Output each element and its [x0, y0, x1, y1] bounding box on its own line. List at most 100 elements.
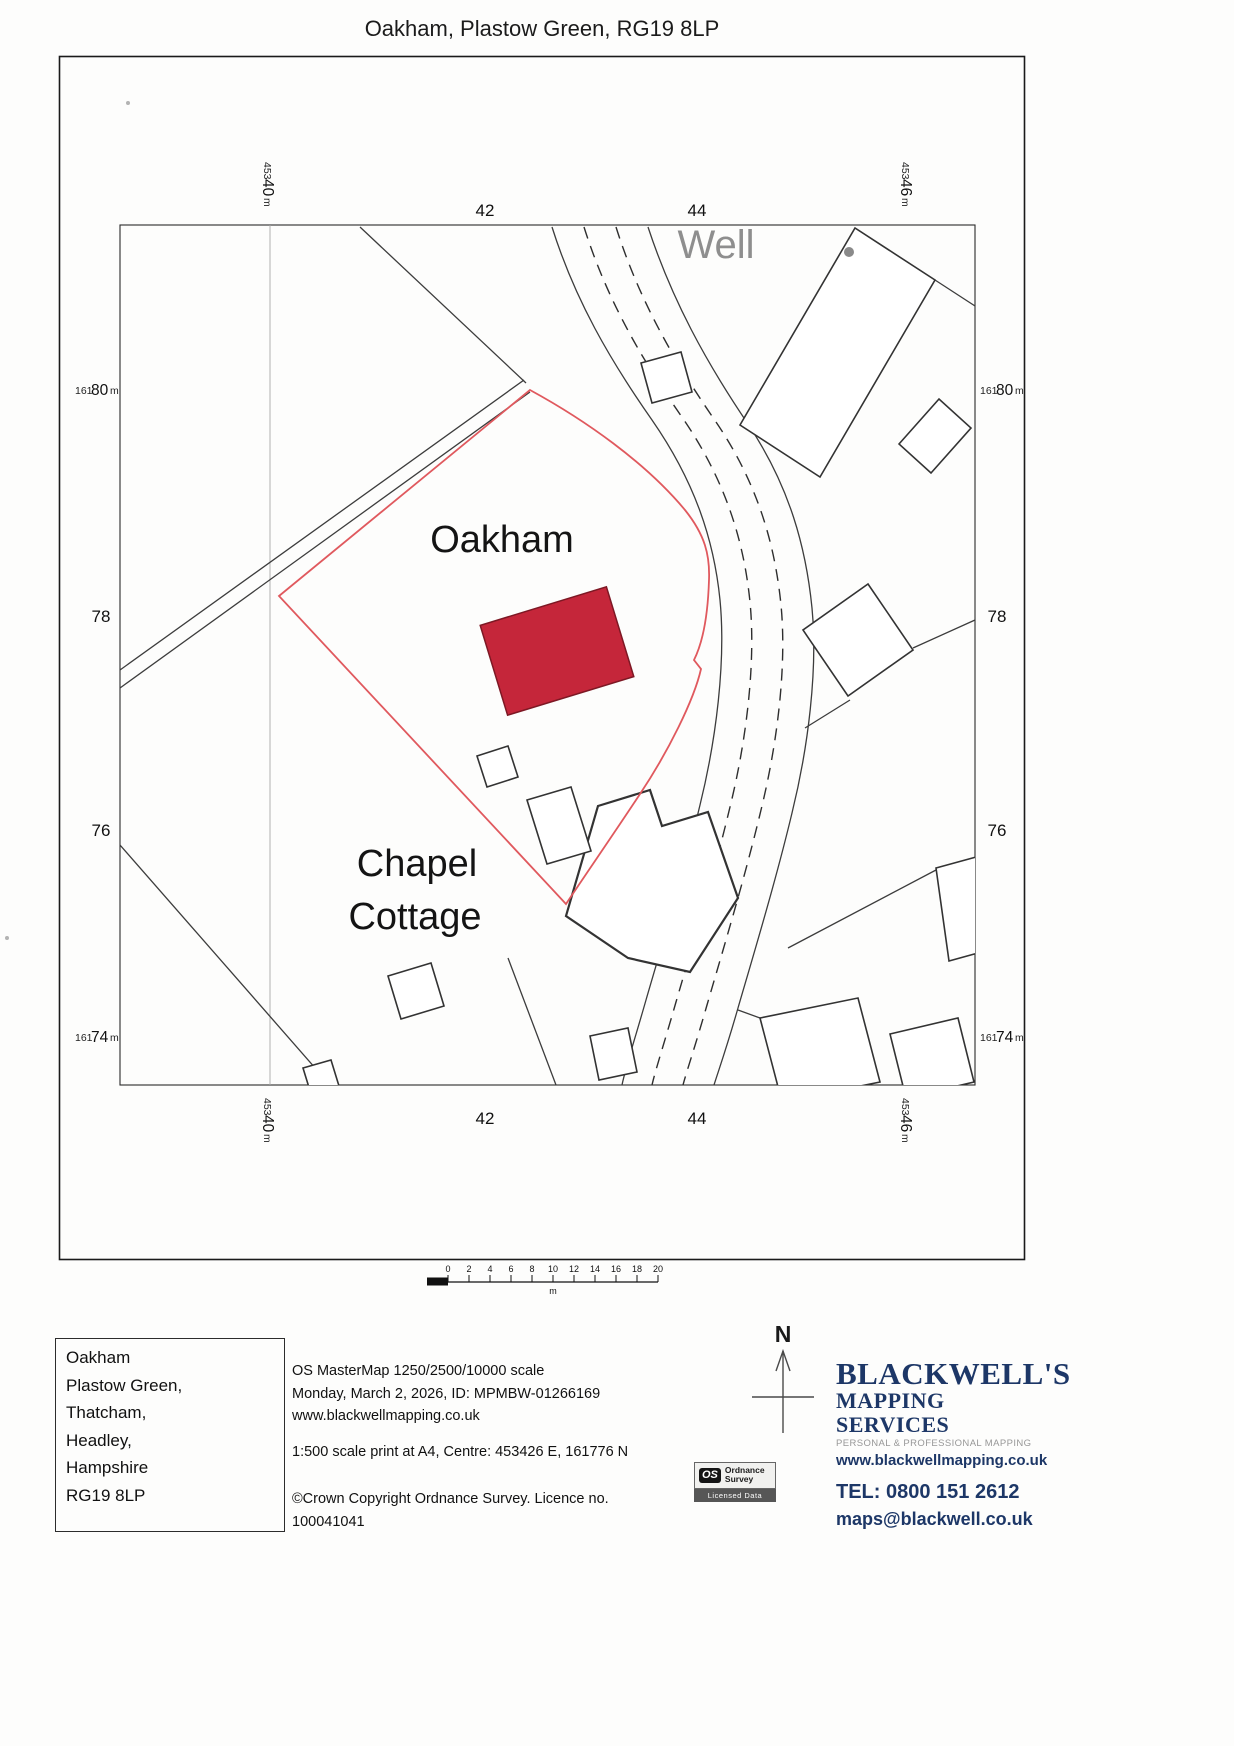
svg-text:74: 74 — [91, 1029, 109, 1046]
os-logo-icon: OS — [699, 1467, 721, 1483]
svg-text:m: m — [110, 1032, 119, 1044]
north-arrow-head — [775, 1348, 791, 1372]
map-label-property: Oakham — [430, 519, 574, 561]
scalebar-tick-label: 18 — [632, 1264, 642, 1274]
map-features — [120, 225, 975, 1085]
page-title: Oakham, Plastow Green, RG19 8LP — [364, 16, 720, 41]
grid-label-northing: 78 — [988, 607, 1007, 626]
svg-text:46: 46 — [897, 179, 914, 196]
address-line: Oakham — [66, 1348, 131, 1367]
address-line: Plastow Green, — [66, 1375, 183, 1395]
building-outline — [759, 997, 881, 1085]
svg-text:80: 80 — [91, 382, 109, 399]
scale-bar-ticks — [447, 1275, 659, 1282]
building-outline — [589, 1027, 638, 1081]
building-outline — [564, 788, 740, 974]
scan-speck — [126, 101, 130, 105]
scale-bar: 0 2 4 6 8 10 12 14 16 18 20 m — [427, 1264, 663, 1296]
field-boundary — [507, 957, 557, 1085]
address-box: Oakham Plastow Green, Thatcham, Headley,… — [55, 1338, 285, 1532]
building-outline — [897, 397, 973, 475]
print-info-line: Monday, March 2, 2026, ID: MPMBW-0126616… — [292, 1385, 601, 1402]
grid-label-easting: 453 46 m — [897, 162, 914, 207]
grid-label-easting: 453 46 m — [897, 1098, 914, 1143]
grid-label-easting: 453 40 m — [259, 1098, 276, 1143]
svg-text:m: m — [1015, 1032, 1024, 1044]
grid-label-easting: 453 40 m — [259, 162, 276, 207]
field-boundary — [912, 619, 975, 649]
svg-text:453: 453 — [261, 1098, 273, 1116]
road-edge — [551, 226, 723, 1085]
brand-email: maps@blackwell.co.uk — [836, 1509, 1033, 1530]
os-logo-name: Ordnance Survey — [724, 1465, 765, 1485]
svg-text:161: 161 — [75, 1032, 93, 1044]
svg-text:m: m — [899, 198, 911, 207]
track-line — [120, 379, 525, 671]
map-label-well: Well — [677, 223, 754, 267]
map-canvas: Well Oakham Chapel Cottage 453 40 m 42 4… — [58, 55, 1026, 1261]
track-line — [120, 391, 531, 689]
scalebar-tick-label: 20 — [653, 1264, 663, 1274]
svg-text:40: 40 — [259, 1115, 276, 1133]
os-logo-name-line: Survey — [724, 1474, 754, 1485]
address-line: Headley, — [66, 1430, 132, 1450]
building-outline — [301, 1059, 340, 1085]
svg-text:m: m — [261, 198, 273, 207]
svg-text:161: 161 — [980, 385, 998, 397]
brand-tagline: PERSONAL & PROFESSIONAL MAPPING — [836, 1438, 1032, 1450]
svg-text:161: 161 — [980, 1032, 998, 1044]
print-info: OS MasterMap 1250/2500/10000 scale Monda… — [292, 1360, 632, 1533]
road-edge — [647, 226, 815, 1085]
branding-block: BLACKWELL'S MAPPING SERVICES PERSONAL & … — [836, 1356, 1071, 1530]
scalebar-tick-label: 14 — [590, 1264, 600, 1274]
scan-speck — [5, 936, 9, 940]
svg-text:453: 453 — [899, 162, 911, 180]
svg-text:453: 453 — [261, 162, 273, 180]
os-logo: OS Ordnance Survey — [694, 1462, 776, 1489]
brand-name: BLACKWELL'S — [836, 1356, 1071, 1391]
field-boundary — [120, 844, 331, 1085]
scalebar-tick-label: 4 — [487, 1264, 492, 1274]
print-info-line: OS MasterMap 1250/2500/10000 scale — [292, 1363, 545, 1379]
svg-text:161: 161 — [75, 385, 93, 397]
svg-text:m: m — [899, 1134, 911, 1143]
road-centerline-dashed — [583, 226, 753, 1085]
svg-text:46: 46 — [897, 1115, 914, 1132]
svg-text:40: 40 — [259, 179, 276, 197]
print-info-line: 100041041 — [292, 1513, 365, 1530]
grid-label-northing: 161 74 m — [75, 1029, 119, 1046]
grid-label-northing: 161 74 m — [980, 1029, 1024, 1046]
print-info-line: ©Crown Copyright Ordnance Survey. Licenc… — [292, 1491, 609, 1507]
well-marker — [844, 247, 854, 257]
scalebar-tick-label: 6 — [508, 1264, 513, 1274]
os-licensed-data-badge: OS Ordnance Survey Licensed Data — [694, 1462, 776, 1502]
svg-text:m: m — [110, 385, 119, 397]
svg-text:80: 80 — [996, 382, 1014, 399]
grid-label-easting: 44 — [688, 201, 707, 220]
field-boundary — [804, 699, 851, 729]
grid-label-northing: 76 — [92, 821, 111, 840]
property-boundary — [277, 388, 710, 906]
map-label-neighbor: Chapel — [357, 843, 477, 885]
grid-label-northing: 161 80 m — [75, 382, 119, 399]
road-centerline-dashed — [615, 226, 784, 1085]
address-line: RG19 8LP — [66, 1485, 146, 1505]
map-label-neighbor: Cottage — [348, 896, 481, 938]
address-line: Thatcham, — [66, 1403, 147, 1422]
grid-label-easting: 42 — [476, 201, 495, 220]
building-outline — [640, 351, 693, 404]
road-edge — [359, 226, 527, 384]
scalebar-tick-label: 2 — [466, 1264, 471, 1274]
building-outline — [387, 962, 445, 1020]
scale-bar-block — [427, 1277, 448, 1286]
scalebar-tick-label: 10 — [548, 1264, 558, 1274]
north-arrow: N — [752, 1321, 814, 1433]
field-boundary — [737, 1009, 761, 1019]
highlighted-building — [479, 585, 635, 717]
scalebar-tick-label: 16 — [611, 1264, 621, 1274]
os-logo-name-line: Ordnance — [724, 1465, 765, 1475]
os-licensed-data-label: Licensed Data — [694, 1488, 776, 1502]
scalebar-unit: m — [549, 1286, 557, 1296]
grid-label-northing: 78 — [92, 607, 111, 626]
